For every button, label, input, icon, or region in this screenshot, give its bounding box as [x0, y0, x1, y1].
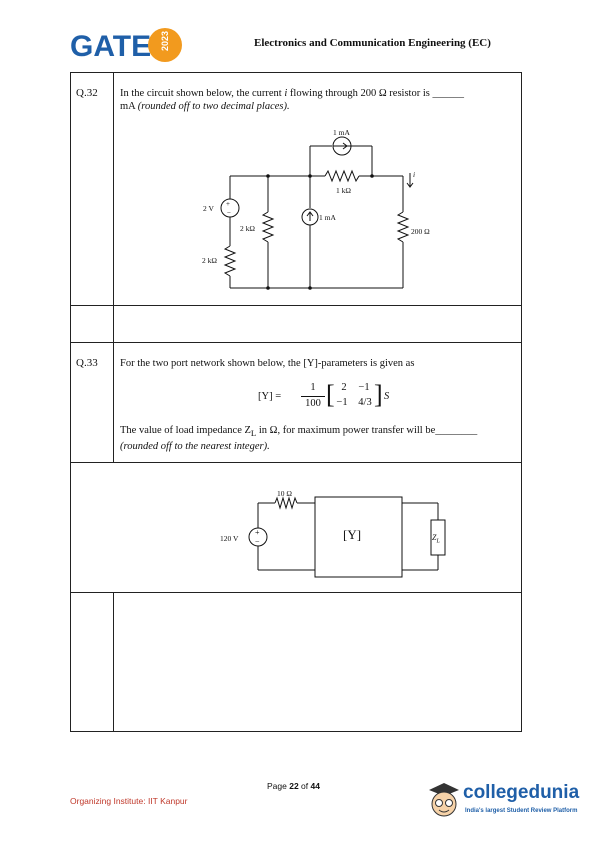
label-r-10: 10 Ω	[277, 489, 292, 498]
zl-text: Z	[432, 533, 437, 542]
fraction-bar	[301, 396, 325, 397]
question-text: In the circuit shown below, the current …	[120, 87, 515, 113]
matrix-cell: −1	[336, 397, 348, 408]
y-block-label: [Y]	[343, 527, 362, 542]
svg-text:−: −	[255, 537, 260, 546]
fraction-numerator: 1	[310, 382, 316, 393]
svg-text:+: +	[226, 200, 230, 208]
row-divider	[70, 592, 522, 593]
subscript-l: L	[250, 428, 257, 439]
row-divider	[70, 462, 522, 463]
matrix-lhs: [Y] =	[258, 391, 282, 402]
matrix-cell: 2	[341, 382, 347, 393]
question-text: The value of load impedance ZL in Ω, for…	[120, 424, 515, 453]
question-number: Q.32	[76, 87, 98, 99]
gate-logo: GATE 2023	[70, 28, 182, 70]
matrix-cell: −1	[358, 382, 370, 393]
brand-name: collegedunia	[463, 782, 580, 803]
question-text-part: The value of load impedance Z	[120, 425, 251, 436]
organizer-text: Organizing Institute: IIT Kanpur	[70, 796, 188, 806]
logo-text: GATE	[70, 30, 152, 63]
rounding-note: (rounded off to the nearest integer).	[120, 441, 270, 453]
row-divider	[70, 305, 522, 306]
column-divider	[113, 592, 114, 732]
label-r-2k-mid: 2 kΩ	[240, 224, 255, 233]
column-divider	[113, 342, 114, 462]
page-total: 44	[310, 781, 320, 791]
matrix-unit: S	[384, 391, 390, 402]
matrix-cell: 4/3	[358, 397, 372, 408]
question-table	[70, 72, 522, 732]
label-r-200: 200 Ω	[411, 227, 430, 236]
label-cs-top: 1 mA	[333, 128, 350, 137]
page-of: of	[298, 781, 311, 791]
y-matrix: [Y] = 1 100 [ 2 −1 −1 4/3 ] S	[258, 380, 390, 416]
mascot-icon	[429, 783, 459, 817]
zl-label: ZL	[432, 533, 440, 545]
logo-badge	[148, 28, 182, 62]
label-r-2k-left: 2 kΩ	[202, 256, 217, 265]
question-text-part: in Ω, for maximum power transfer will be…	[256, 425, 478, 436]
fraction-denominator: 100	[305, 398, 321, 409]
page-prefix: Page	[267, 781, 290, 791]
question-text-part: mA	[120, 101, 138, 112]
question-text-part: flowing through 200 Ω resistor is ______	[287, 88, 464, 99]
label-current-i: i	[413, 170, 416, 179]
bracket-right: ]	[374, 380, 383, 409]
row-divider	[70, 342, 522, 343]
column-divider	[113, 72, 114, 342]
variable-i: i	[284, 88, 288, 99]
label-v-source: 2 V	[203, 204, 214, 213]
svg-text:+: +	[255, 528, 260, 537]
collegedunia-logo: collegedunia India's largest Student Rev…	[425, 780, 585, 825]
svg-text:−: −	[227, 209, 231, 217]
zl-subscript: L	[436, 538, 440, 545]
page-current: 22	[289, 781, 299, 791]
page-number: Page 22 of 44	[267, 781, 320, 791]
label-v-source: 120 V	[220, 534, 239, 543]
label-cs-mid: 1 mA	[319, 213, 336, 222]
bracket-left: [	[326, 380, 335, 409]
question-text: For the two port network shown below, th…	[120, 358, 415, 369]
label-r-1k: 1 kΩ	[336, 186, 351, 195]
rounding-note: (rounded off to two decimal places).	[137, 101, 290, 112]
paper-title: Electronics and Communication Engineerin…	[254, 37, 491, 49]
brand-tagline: India's largest Student Review Platform	[465, 808, 578, 814]
question-number: Q.33	[76, 357, 98, 369]
question-text-part: In the circuit shown below, the current	[120, 88, 285, 99]
